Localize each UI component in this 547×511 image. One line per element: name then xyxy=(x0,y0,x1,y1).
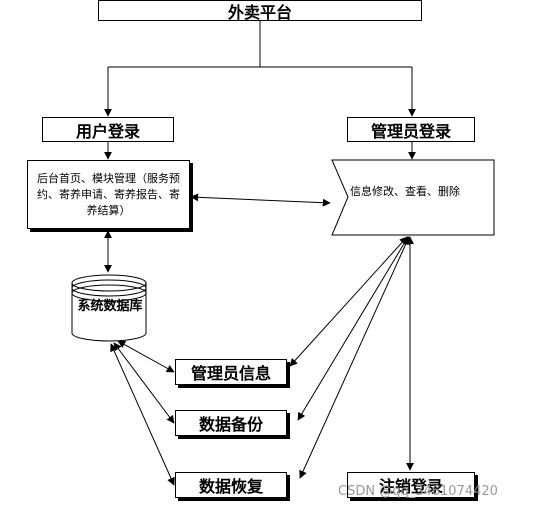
restore-box: 数据恢复 xyxy=(175,472,287,498)
user-login-box: 用户登录 xyxy=(42,117,174,142)
watermark-text: CSDN @qq_3461074420 xyxy=(338,484,498,499)
arrow-backend-info xyxy=(190,193,331,207)
arrow-db-restore xyxy=(110,343,175,486)
arrow-info-admininfo xyxy=(289,236,408,367)
admin-info-box: 管理员信息 xyxy=(175,359,287,385)
platform-box: 外卖平台 xyxy=(98,0,422,22)
arrow-info-restore xyxy=(299,236,410,479)
arrow-db-admininfo xyxy=(117,340,175,373)
database-label: 系统数据库 xyxy=(77,299,143,314)
backend-box: 后台首页、模块管理（服务预约、寄养申请、寄养报告、寄养结算） xyxy=(27,160,190,229)
admin-login-box: 管理员登录 xyxy=(347,117,475,142)
backup-box: 数据备份 xyxy=(175,410,287,436)
arrow-info-backup xyxy=(297,236,409,421)
database-cylinder xyxy=(71,274,147,342)
info-edit-box xyxy=(331,159,495,236)
info-edit-label: 信息修改、查看、删除 xyxy=(350,185,460,198)
logout-box: 注销登录 xyxy=(347,472,475,498)
